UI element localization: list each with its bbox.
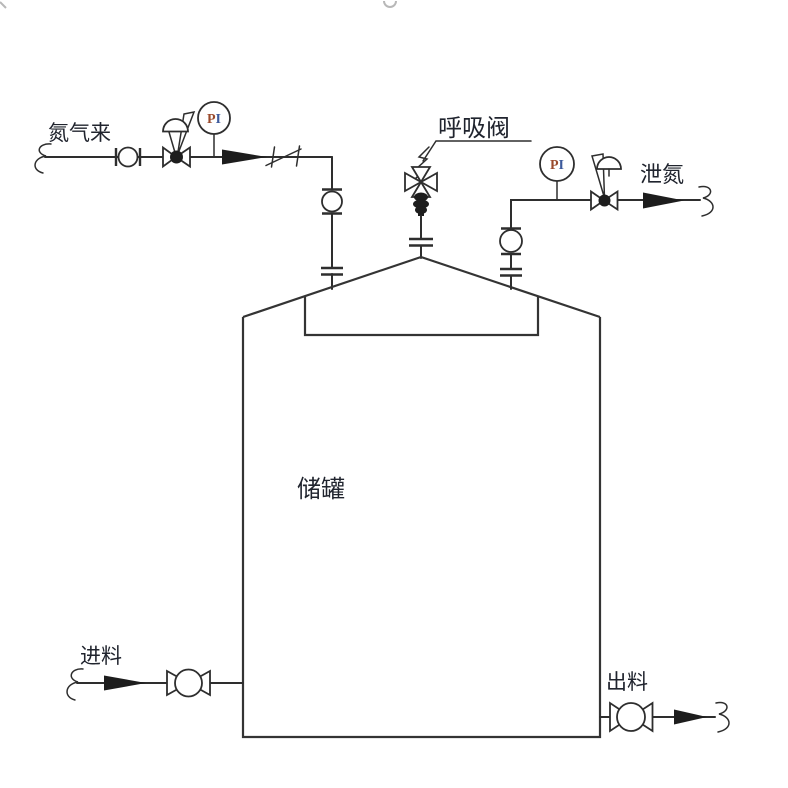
flange-pair-icon xyxy=(409,237,433,247)
gauge-dial xyxy=(197,101,231,135)
flow-arrow-icon xyxy=(643,192,684,209)
scan-artifact xyxy=(383,0,397,8)
pipe-continuation-icon xyxy=(66,668,84,701)
nitrogen-supply-line: PI 氮气来 xyxy=(34,101,333,174)
tank-label: 储罐 xyxy=(297,476,345,503)
feed-label: 进料 xyxy=(80,645,122,668)
ball-valve-icon xyxy=(609,701,654,733)
flange-bars xyxy=(501,227,521,256)
pipe-continuation-icon xyxy=(34,143,52,174)
pipe-continuation-icon xyxy=(698,185,714,217)
globe-valve-icon xyxy=(321,188,343,215)
nitrogen-vent-line: PI 泄氮 xyxy=(499,146,714,290)
bellows-seat xyxy=(413,192,429,216)
tank-shell xyxy=(241,317,602,739)
nitrogen-vent-label: 泄氮 xyxy=(640,162,684,187)
pressure-control-valve-icon xyxy=(162,110,196,169)
ball-valve-icon xyxy=(166,668,211,698)
feed-line: 进料 xyxy=(66,645,244,701)
pressure-control-valve-icon xyxy=(590,153,622,212)
gauge-label: PI xyxy=(207,112,221,127)
meter-body xyxy=(117,146,139,168)
flange-bars xyxy=(114,148,142,166)
label-leader-line xyxy=(422,140,532,162)
valve-ball xyxy=(170,150,183,164)
breathing-valve-label: 呼吸阀 xyxy=(438,115,510,142)
storage-tank: 储罐 xyxy=(241,255,602,739)
valve-wing-right xyxy=(419,171,438,193)
valve-ball xyxy=(598,194,611,207)
discharge-line: 出料 xyxy=(599,671,730,733)
scan-artifact xyxy=(0,1,7,9)
flow-arrow-icon xyxy=(674,709,707,725)
flange-pair-icon xyxy=(500,267,522,277)
inline-meter-icon xyxy=(114,146,142,168)
pressure-gauge-right: PI xyxy=(539,146,575,201)
diaphragm-actuator-icon xyxy=(596,156,622,170)
break-marks xyxy=(265,145,302,168)
breathing-valve-icon xyxy=(404,166,438,216)
valve-body-right xyxy=(602,189,619,212)
flange-bars xyxy=(322,188,342,215)
actuator-stem xyxy=(591,153,606,199)
flow-arrow-icon xyxy=(222,149,267,165)
pipe-continuation-icon xyxy=(715,701,730,733)
valve-body-left xyxy=(590,189,606,212)
gauge-dial xyxy=(539,146,575,182)
tank-roof-collar xyxy=(303,296,540,337)
valve-wing-left xyxy=(404,171,423,193)
breathing-valve-assembly: 呼吸阀 xyxy=(404,115,532,259)
actuator-stem xyxy=(176,110,196,156)
globe-valve-icon xyxy=(499,227,523,256)
nitrogen-in-label: 氮气来 xyxy=(48,122,111,145)
gauge-label: PI xyxy=(550,158,564,173)
discharge-label: 出料 xyxy=(606,671,648,694)
flange-pair-icon xyxy=(321,266,343,276)
valve-body xyxy=(321,190,343,213)
diaphragm-actuator-icon xyxy=(162,118,189,133)
flow-arrow-icon xyxy=(104,675,146,691)
valve-wing-top xyxy=(410,166,432,184)
pressure-gauge-left: PI xyxy=(197,101,231,158)
pipe-line xyxy=(510,199,701,290)
valve-ball xyxy=(174,668,203,698)
pipe-break-icon xyxy=(265,145,302,168)
valve-body-left xyxy=(162,145,178,169)
valve-body xyxy=(499,229,523,253)
valve-ball xyxy=(616,702,646,732)
left-roof-nozzle-line xyxy=(321,156,343,290)
tank-roof xyxy=(242,255,601,319)
